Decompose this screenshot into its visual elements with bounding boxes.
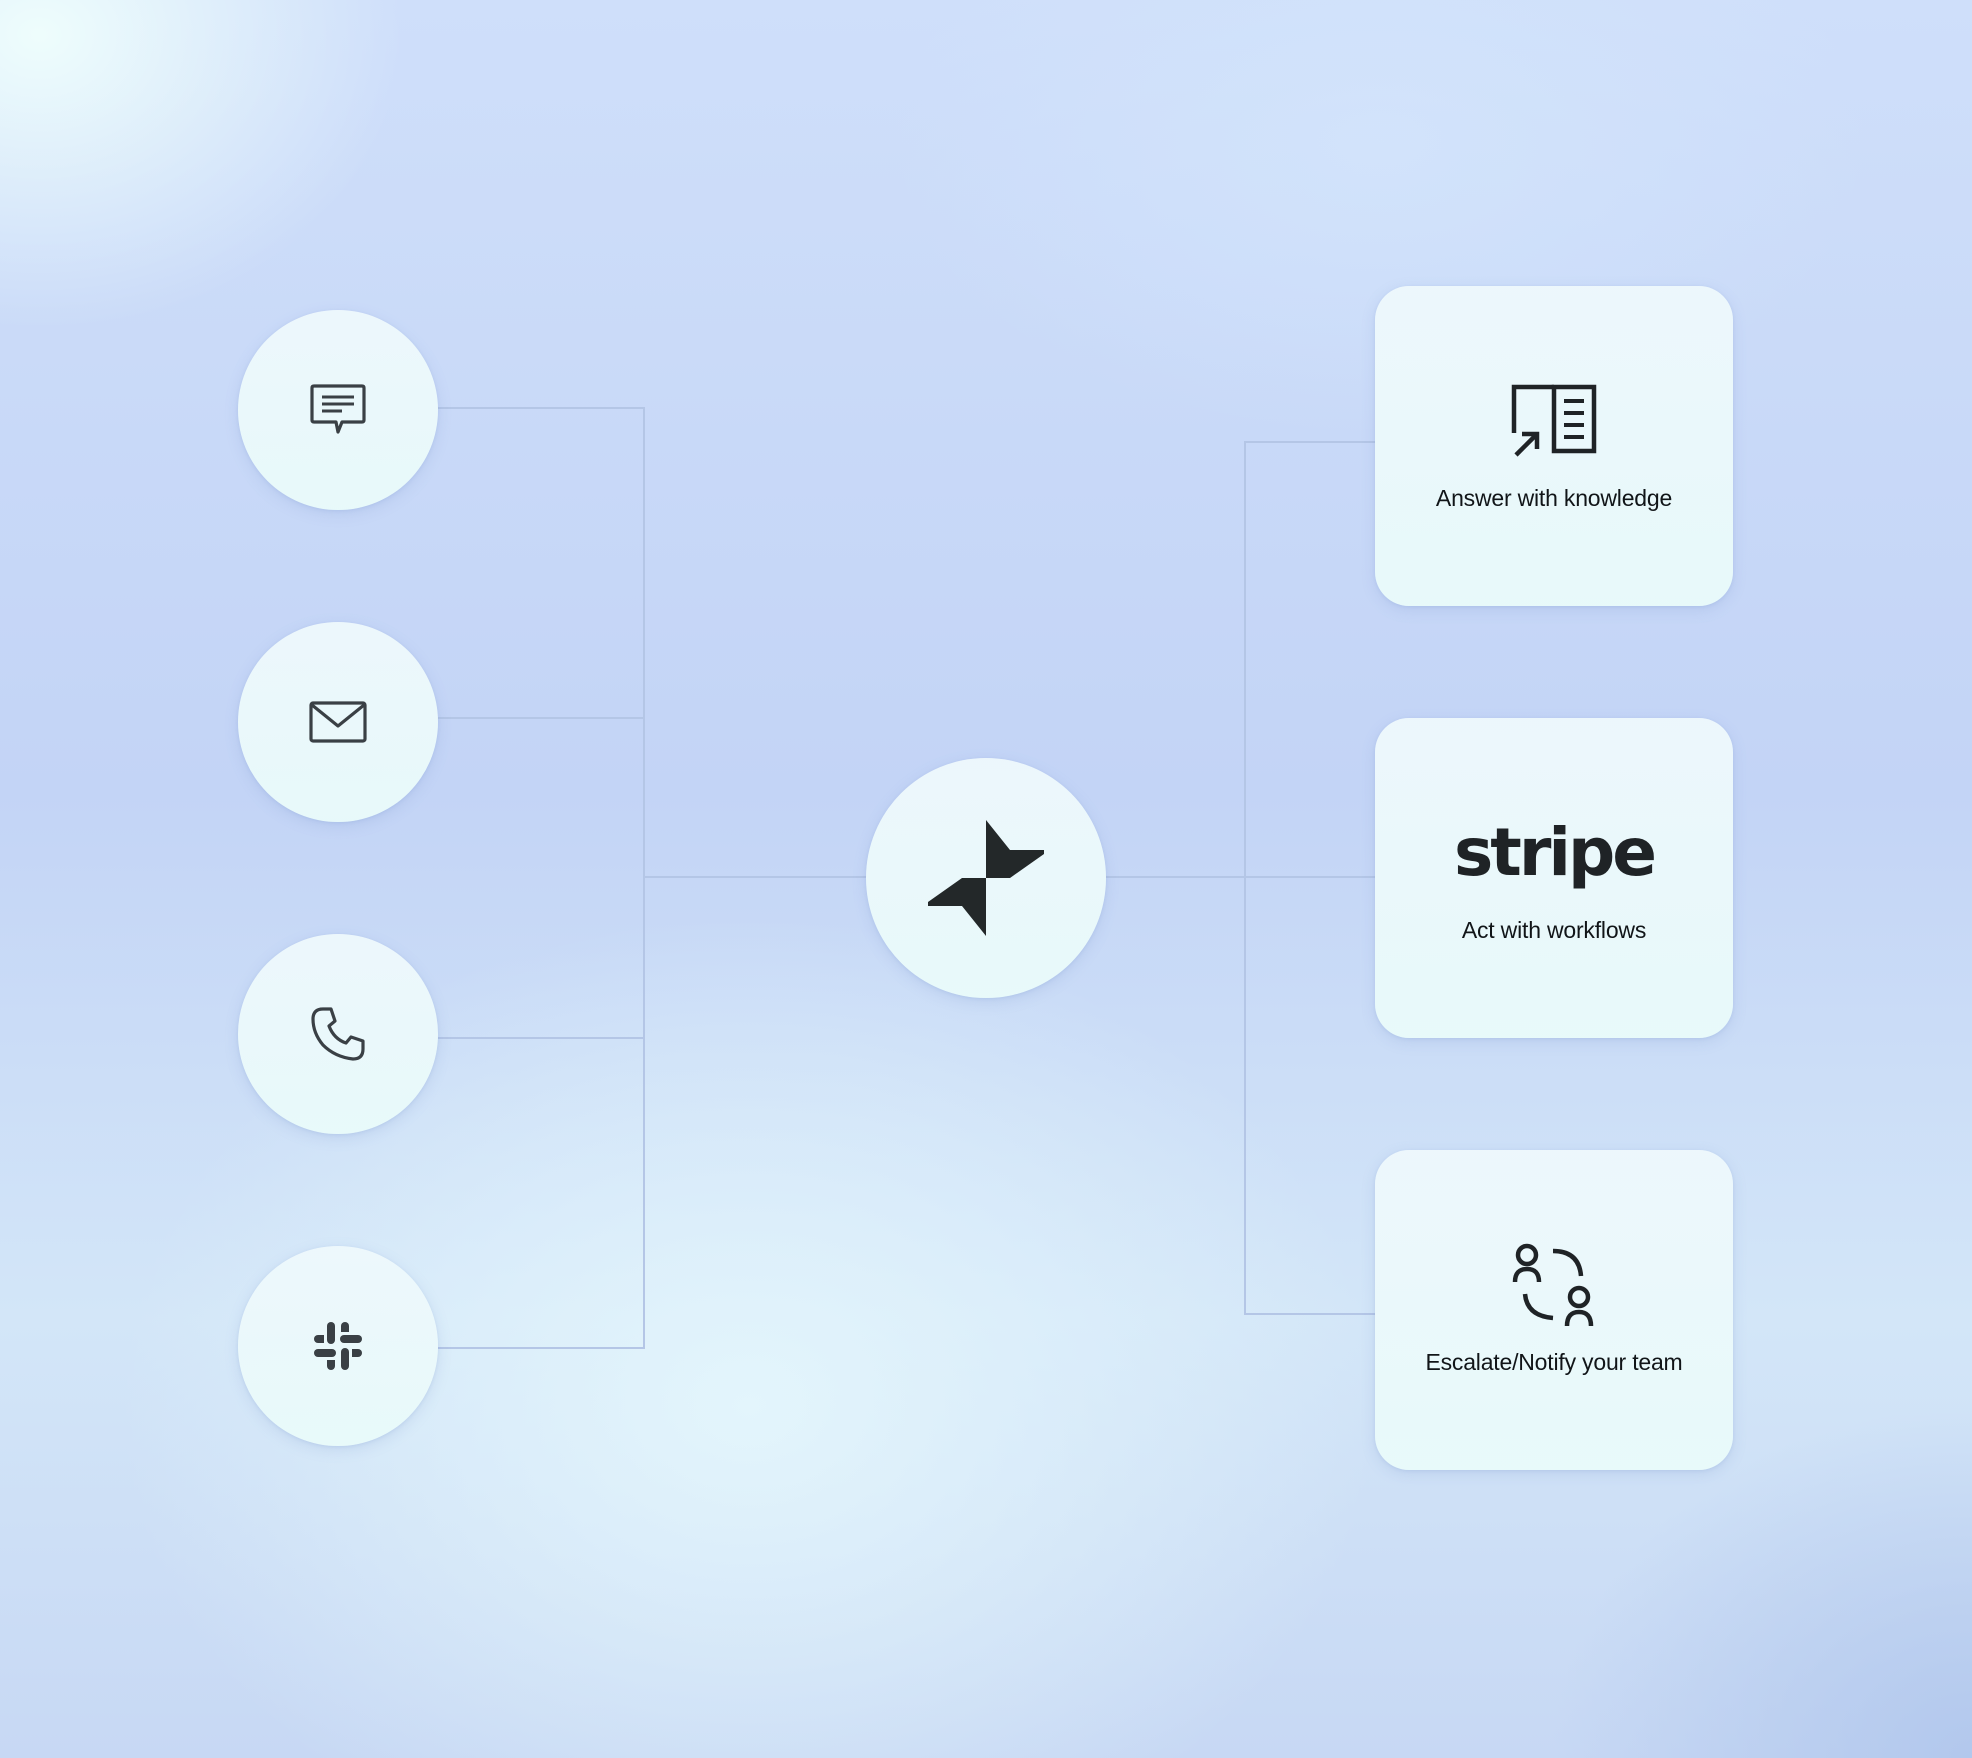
connector-chat	[438, 407, 645, 877]
brand-logo-icon	[926, 818, 1046, 938]
chat-bubble-icon	[308, 382, 368, 438]
channel-chat	[238, 310, 438, 510]
channel-phone	[238, 934, 438, 1134]
action-card-workflows: stripe Act with workflows	[1375, 718, 1733, 1038]
slack-icon	[311, 1319, 365, 1373]
hub-node	[866, 758, 1106, 998]
envelope-icon	[308, 700, 368, 744]
channel-email	[238, 622, 438, 822]
stripe-wordmark: stripe	[1453, 813, 1657, 891]
action-label-workflows: Act with workflows	[1461, 916, 1647, 943]
action-card-knowledge: Answer with knowledge	[1375, 286, 1733, 606]
connector-slack	[438, 877, 645, 1349]
knowledge-book-icon	[1510, 381, 1598, 461]
phone-icon	[309, 1005, 367, 1063]
action-label-knowledge: Answer with knowledge	[1435, 484, 1673, 511]
channel-slack	[238, 1246, 438, 1446]
action-label-escalate: Escalate/Notify your team	[1425, 1348, 1683, 1375]
stripe-logo: stripe	[1453, 813, 1657, 893]
action-card-escalate: Escalate/Notify your team	[1375, 1150, 1733, 1470]
handoff-people-icon	[1511, 1243, 1597, 1326]
connector-knowledge	[1244, 441, 1375, 1315]
